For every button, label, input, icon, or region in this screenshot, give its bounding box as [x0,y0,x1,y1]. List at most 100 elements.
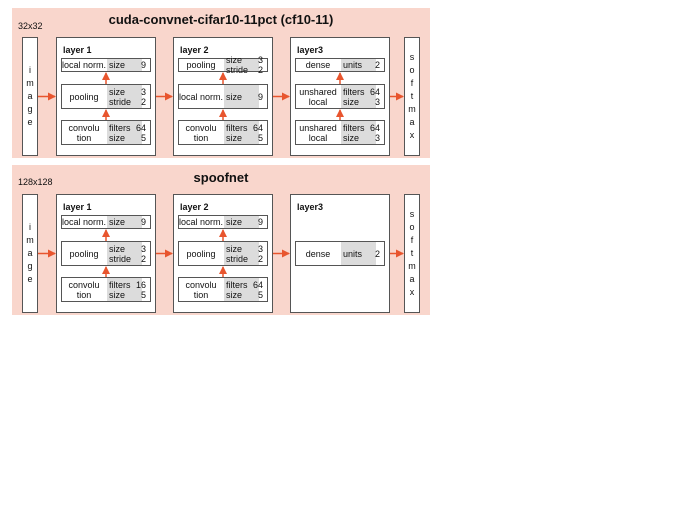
module-name-line: unshared [299,86,337,97]
module-name: pooling [62,242,106,265]
image-letter: a [27,91,33,101]
param-name: units [343,248,363,259]
module-name: pooling [179,59,223,71]
param-names: size [107,59,142,71]
param-value: 3 [374,96,380,107]
module-name: local norm. [179,85,223,108]
panel-title: cuda-convnet-cifar10-11pct (cf10-11) [108,12,334,27]
module-name: dense [296,59,340,71]
module-name-line: pooling [186,60,216,70]
image-letter: g [27,261,33,271]
param-name: size [226,55,243,65]
module-top: local norm.size 9 [61,215,151,229]
param-name: stride [109,96,132,107]
softmax-letter: m [408,261,416,271]
module-name-line: convolu [185,279,217,290]
param-value: 3 [374,132,380,143]
param-name: stride [226,65,249,75]
param-value: 2 [257,65,263,75]
module-name-line: local norm. [62,60,107,70]
param-names: units [341,59,376,71]
module-name-line: tion [193,289,209,300]
param-value: 64 [252,279,263,290]
module-name-line: dense [305,248,331,259]
image-letter: a [27,248,33,258]
module-name-line: local norm. [62,217,107,227]
param-values: 9 [249,85,263,108]
module-name-line: pooling [69,91,99,102]
param-value: 9 [257,217,263,227]
param-name: size [226,289,243,300]
param-value: 64 [135,122,146,133]
image-letter: e [27,117,33,127]
param-value: 2 [140,96,146,107]
softmax-letter: f [410,78,414,88]
image-letter: e [27,274,33,284]
module-mid: dense units 2 [295,241,385,266]
softmax-letter: o [409,222,415,232]
module-name: local norm. [62,216,106,228]
softmax-letter: t [410,248,414,258]
param-value: 5 [257,289,263,300]
module-name-line: tion [76,132,92,143]
param-name: filters [109,279,131,290]
module-name: local norm. [179,216,223,228]
layer1-title: layer 1 [63,202,92,212]
param-value: 3 [140,86,146,97]
module-name-line: convolu [68,279,100,290]
softmax-letter: x [409,287,415,297]
module-name-line: tion [193,132,209,143]
module-name: local norm. [62,59,106,71]
softmax-letter: m [408,104,416,114]
param-value: 9 [140,217,146,227]
param-name: size [226,91,243,102]
param-value: 3 [257,243,263,254]
param-value: 16 [135,279,146,290]
softmax-letter: a [409,274,415,284]
module-name: pooling [62,85,106,108]
module-name-line: local [308,132,328,143]
param-name: size [109,217,126,227]
module-name-line: local [308,96,328,107]
param-names: size [224,85,259,108]
param-name: stride [226,253,249,264]
param-name: filters [226,279,248,290]
input-size-label: 128x128 [18,177,53,187]
layer3-title: layer3 [297,45,324,55]
param-name: filters [343,86,365,97]
image-letter: i [29,222,31,232]
softmax-letter: a [409,117,415,127]
param-value: 2 [374,248,380,259]
softmax-letter: s [409,52,415,62]
input-size-label: 32x32 [18,21,43,31]
image-letter: g [27,104,33,114]
softmax-letter: s [409,209,415,219]
param-name: filters [343,122,365,133]
param-name: filters [226,122,248,133]
param-value: 3 [257,55,263,65]
param-name: size [109,86,126,97]
param-name: units [343,60,363,70]
param-values: 9 [249,216,263,228]
